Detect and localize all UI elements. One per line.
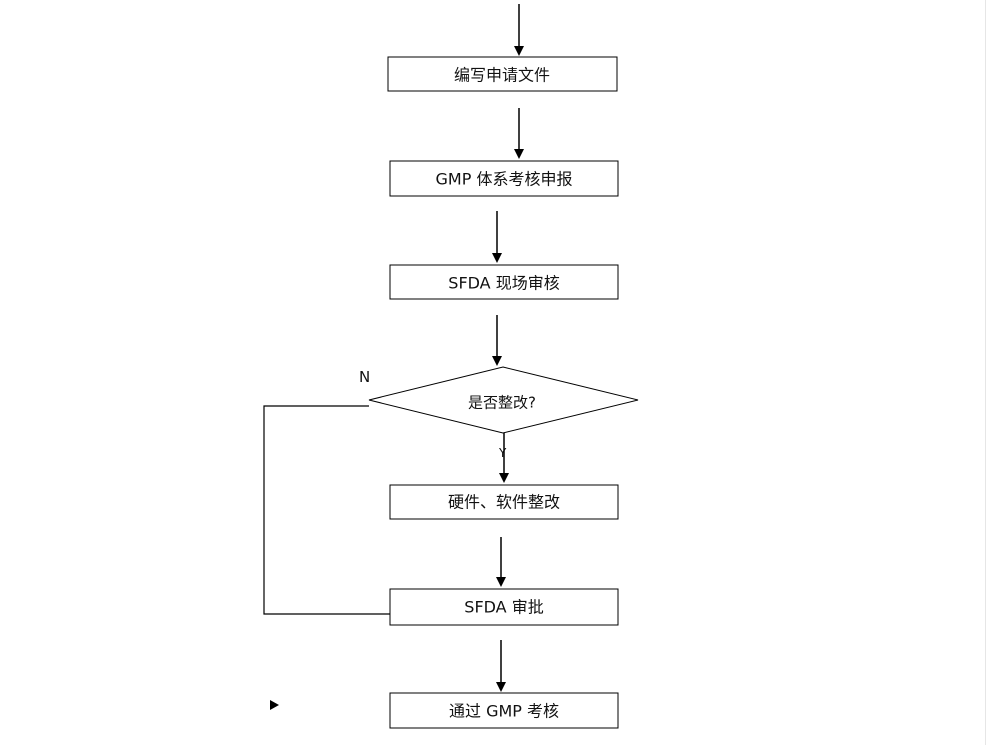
no-branch-label: N	[359, 368, 370, 386]
decision-label: 是否整改?	[468, 394, 536, 412]
arrow-into-step-1	[514, 4, 524, 56]
step-hardware-software-rectification: 硬件、软件整改	[389, 484, 619, 520]
step-write-application-label: 编写申请文件	[454, 66, 550, 85]
step-sfda-approval: SFDA 审批	[389, 588, 619, 626]
arrow-step-4-to-5	[496, 537, 506, 587]
decision-rectification: 是否整改?	[368, 366, 639, 434]
step-sfda-onsite-audit-label: SFDA 现场审核	[448, 274, 559, 293]
step-pass-gmp: 通过 GMP 考核	[389, 692, 619, 729]
step-gmp-declaration-label: GMP 体系考核申报	[436, 170, 573, 189]
step-hardware-software-rectification-label: 硬件、软件整改	[448, 493, 560, 512]
stray-arrowhead-icon	[270, 700, 279, 710]
step-sfda-approval-label: SFDA 审批	[464, 598, 543, 617]
arrow-step-3-to-decision	[492, 315, 502, 366]
arrow-decision-yes	[499, 433, 509, 483]
arrow-step-2-to-3	[492, 211, 502, 263]
arrow-decision-no	[263, 405, 400, 619]
step-write-application: 编写申请文件	[387, 56, 618, 92]
step-sfda-onsite-audit: SFDA 现场审核	[389, 264, 619, 300]
step-pass-gmp-label: 通过 GMP 考核	[449, 702, 559, 721]
arrow-step-5-to-6	[496, 640, 506, 692]
arrow-step-1-to-2	[514, 108, 524, 159]
yes-branch-label: Y	[498, 446, 507, 460]
page-edge-line	[985, 0, 986, 745]
step-gmp-declaration: GMP 体系考核申报	[389, 160, 619, 197]
